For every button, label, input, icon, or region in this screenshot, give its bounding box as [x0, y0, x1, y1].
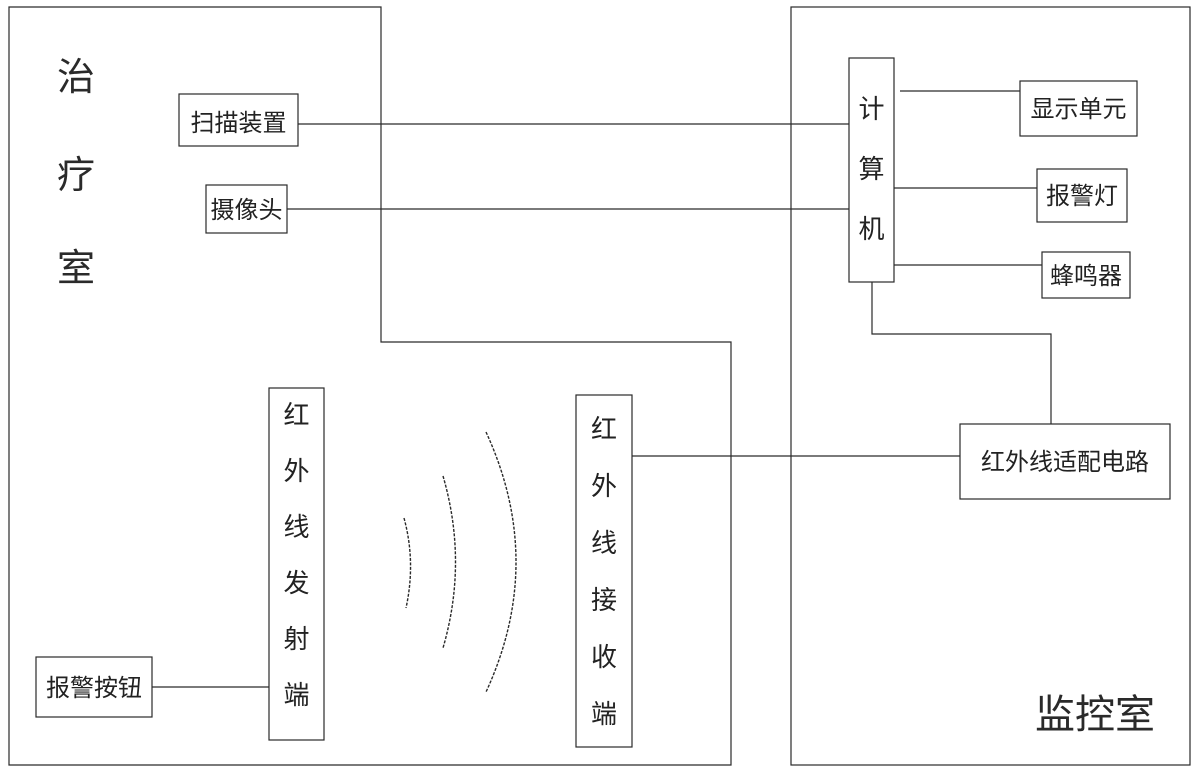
treatment-room-outline — [8, 6, 732, 766]
treatment-room-char-1: 治 — [57, 55, 95, 99]
ir-receiver-label-char-4: 接 — [591, 586, 617, 616]
computer-label-char-2: 算 — [858, 155, 884, 185]
ir-adapter-box — [959, 423, 1171, 500]
ir-transmitter-label-char-6: 端 — [283, 681, 309, 711]
scanner-box — [178, 93, 299, 147]
ir-receiver-label-char-6: 端 — [591, 700, 617, 730]
monitor-room-label: 监控室 — [1035, 692, 1155, 738]
alarm-light-box — [1036, 168, 1128, 223]
computer-label: 计算机 — [858, 95, 884, 245]
camera-box — [205, 184, 288, 234]
ir-signal-wave-3 — [485, 431, 517, 693]
ir-transmitter-label-char-3: 线 — [283, 513, 309, 543]
treatment-room-label: 治 疗 室 — [57, 55, 95, 290]
ir-receiver-box — [575, 394, 633, 748]
connector-computer-adapter — [871, 282, 1052, 424]
buzzer-label: 蜂鸣器 — [1050, 262, 1122, 290]
ir-receiver-label-char-5: 收 — [591, 643, 617, 673]
ir-transmitter-label-char-2: 外 — [283, 457, 309, 487]
display-box — [1019, 80, 1138, 137]
treatment-room-char-2: 疗 — [57, 153, 95, 197]
ir-transmitter-box — [268, 387, 325, 741]
ir-transmitter-label-char-1: 红 — [283, 401, 309, 431]
computer-box — [848, 57, 895, 283]
ir-receiver-label-char-1: 红 — [591, 415, 617, 445]
monitor-room-outline — [790, 6, 1191, 766]
ir-signal-wave-1 — [403, 517, 412, 609]
display-label: 显示单元 — [1031, 95, 1127, 123]
computer-label-char-3: 机 — [858, 215, 884, 245]
scanner-label: 扫描装置 — [191, 109, 287, 137]
ir-receiver-label-char-3: 线 — [591, 529, 617, 559]
treatment-room-char-3: 室 — [57, 246, 95, 290]
camera-label: 摄像头 — [211, 196, 283, 224]
alarm-button-label: 报警按钮 — [46, 674, 142, 702]
ir-receiver-label-char-2: 外 — [591, 472, 617, 502]
ir-adapter-label: 红外线适配电路 — [981, 448, 1149, 476]
computer-label-char-1: 计 — [858, 95, 884, 125]
ir-signal-wave-2 — [442, 475, 457, 649]
ir-transmitter-label-char-5: 射 — [283, 625, 309, 655]
alarm-light-label: 报警灯 — [1046, 182, 1118, 210]
buzzer-box — [1041, 251, 1131, 299]
alarm-button-box — [35, 656, 153, 718]
ir-transmitter-label-char-4: 发 — [283, 569, 309, 599]
